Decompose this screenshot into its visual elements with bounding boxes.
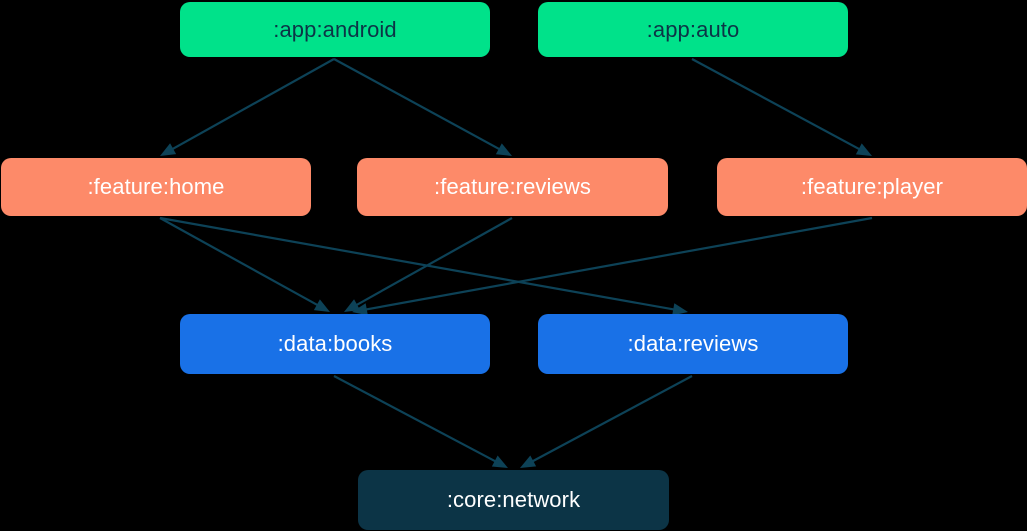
graph-node-label: :feature:player: [800, 174, 944, 199]
graph-node-label: :feature:home: [87, 174, 225, 199]
edge-line: [333, 58, 502, 151]
graph-node-label: :data:reviews: [627, 331, 759, 356]
graph-node-feature-home[interactable]: :feature:home: [1, 158, 311, 216]
edge-app-android-to-feature-home: [160, 58, 335, 156]
arrowhead-icon: [491, 455, 508, 468]
edge-feature-reviews-to-data-books: [344, 217, 513, 312]
edge-line: [530, 375, 693, 463]
edge-data-books-to-core-network: [333, 375, 508, 468]
edge-line: [333, 375, 498, 463]
arrowhead-icon: [855, 143, 872, 156]
graph-node-app-android[interactable]: :app:android: [180, 2, 490, 57]
edge-feature-home-to-data-books: [159, 217, 330, 312]
arrowhead-icon: [313, 299, 330, 312]
graph-node-data-reviews[interactable]: :data:reviews: [538, 314, 848, 374]
edge-line: [170, 58, 335, 151]
edge-app-android-to-feature-reviews: [333, 58, 512, 156]
arrowhead-icon: [495, 143, 512, 156]
edge-line: [364, 216, 873, 311]
graph-node-label: :app:android: [273, 16, 397, 42]
arrowhead-icon: [344, 299, 361, 312]
edge-app-auto-to-feature-player: [691, 58, 872, 156]
graph-node-feature-reviews[interactable]: :feature:reviews: [357, 158, 668, 216]
edge-line: [354, 217, 513, 307]
edge-feature-player-to-data-books: [352, 216, 873, 316]
graph-node-label: :data:books: [277, 331, 393, 356]
arrowhead-icon: [160, 143, 177, 156]
edge-feature-home-to-data-reviews: [159, 216, 688, 316]
edge-line: [691, 58, 862, 151]
edge-data-reviews-to-core-network: [520, 375, 693, 468]
graph-node-label: :app:auto: [646, 16, 740, 42]
graph-node-feature-player[interactable]: :feature:player: [717, 158, 1027, 216]
edge-line: [159, 216, 676, 311]
graph-node-label: :feature:reviews: [434, 174, 591, 199]
graph-node-app-auto[interactable]: :app:auto: [538, 2, 848, 57]
arrowhead-icon: [520, 455, 537, 468]
graph-node-core-network[interactable]: :core:network: [358, 470, 669, 530]
graph-node-label: :core:network: [446, 487, 581, 512]
edge-line: [159, 217, 320, 307]
graph-node-data-books[interactable]: :data:books: [180, 314, 490, 374]
